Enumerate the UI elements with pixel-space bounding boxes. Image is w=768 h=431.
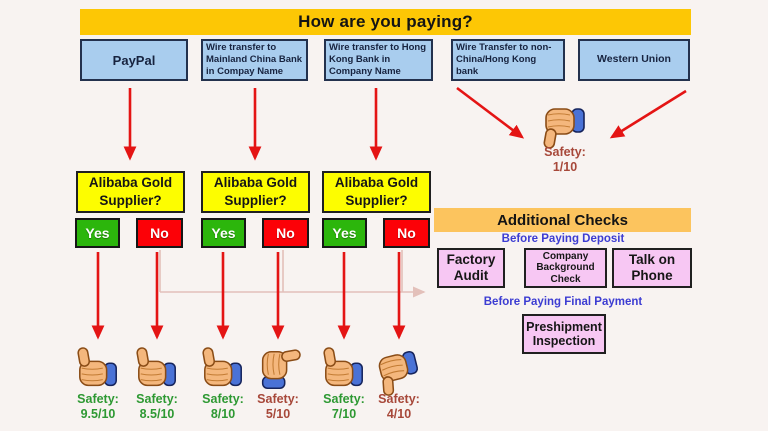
safety-rating: 5/10 (265, 407, 291, 422)
unsafe-safety-rating: Safety: 1/10 (533, 145, 597, 176)
safety-rating: 9.5/10 (80, 407, 116, 422)
safety-rating-paypal-yes: Safety: 9.5/10 (66, 392, 130, 423)
payment-box-hongkong-wire: Wire transfer to Hong Kong Bank in Compa… (324, 39, 433, 81)
payment-box-paypal: PayPal (80, 39, 188, 81)
safety-label: Safety: (378, 392, 420, 406)
question-box-mainland: Alibaba Gold Supplier? (201, 171, 310, 213)
payment-label: PayPal (112, 52, 156, 68)
check-box-factory-audit: Factory Audit (437, 248, 505, 288)
no-button-paypal: No (136, 218, 183, 248)
check-label: Preshipment Inspection (526, 319, 602, 348)
yes-button-hongkong: Yes (322, 218, 367, 248)
safety-rating-hongkong-no: Safety: 4/10 (367, 392, 431, 423)
question-label: Alibaba Gold Supplier? (88, 175, 173, 208)
payment-box-nonchina-wire: Wire Transfer to non-China/Hong Kong ban… (451, 39, 565, 81)
thumbs-up-icon (135, 347, 176, 387)
yes-button-paypal: Yes (75, 218, 120, 248)
payment-box-mainland-wire: Wire transfer to Mainland China Bank in … (201, 39, 308, 81)
check-label: Factory Audit (446, 252, 496, 283)
safety-label: Safety: (323, 392, 365, 406)
safety-rating-mainland-yes: Safety: 8/10 (191, 392, 255, 423)
safety-rating: 7/10 (331, 407, 357, 422)
yes-label: Yes (211, 225, 236, 241)
safety-rating: 1/10 (552, 160, 578, 175)
safety-rating-hongkong-yes: Safety: 7/10 (312, 392, 376, 423)
payment-label: Wire transfer to Mainland China Bank in … (206, 41, 303, 78)
thumbs-down-tilted-icon (374, 349, 423, 398)
no-button-mainland: No (262, 218, 309, 248)
no-label: No (276, 225, 295, 241)
safety-label: Safety: (257, 392, 299, 406)
additional-checks-title: Additional Checks (434, 208, 691, 232)
final-payment-heading: Before Paying Final Payment (483, 296, 643, 308)
payment-label: Western Union (597, 53, 671, 66)
thumbs-up-icon (76, 347, 117, 387)
page-title-text: How are you paying? (298, 12, 473, 31)
deposit-heading: Before Paying Deposit (501, 233, 625, 245)
payment-label: Wire Transfer to non-China/Hong Kong ban… (456, 41, 552, 78)
question-label: Alibaba Gold Supplier? (334, 175, 419, 208)
safety-rating: 8.5/10 (139, 407, 175, 422)
safety-rating: 4/10 (386, 407, 412, 422)
check-box-talk-on-phone: Talk on Phone (612, 248, 692, 288)
safety-label: Safety: (202, 392, 244, 406)
arrow-nonchina-to-unsafe (456, 86, 525, 139)
no-branch-connector-lines (159, 250, 403, 292)
payment-box-western-union: Western Union (578, 39, 690, 81)
no-button-hongkong: No (383, 218, 430, 248)
safety-rating-mainland-no: Safety: 5/10 (246, 392, 310, 423)
check-label: Talk on Phone (628, 252, 676, 283)
yes-label: Yes (85, 225, 110, 241)
check-label: Company Background Check (536, 250, 595, 285)
safety-label: Safety: (544, 145, 586, 159)
safety-label: Safety: (77, 392, 119, 406)
yes-label: Yes (332, 225, 357, 241)
arrow-westernunion-to-unsafe (609, 89, 687, 139)
safety-rating-paypal-no: Safety: 8.5/10 (125, 392, 189, 423)
payment-label: Wire transfer to Hong Kong Bank in Compa… (329, 41, 427, 78)
question-label: Alibaba Gold Supplier? (213, 175, 298, 208)
question-box-hongkong: Alibaba Gold Supplier? (322, 171, 431, 213)
thumbs-up-icon (201, 347, 242, 387)
check-box-preshipment-inspection: Preshipment Inspection (522, 314, 606, 354)
thumbs-sideways-icon (261, 348, 301, 389)
thumbs-down-icon (542, 108, 585, 149)
check-box-company-background: Company Background Check (524, 248, 607, 288)
yes-button-mainland: Yes (201, 218, 246, 248)
safety-label: Safety: (136, 392, 178, 406)
no-label: No (150, 225, 169, 241)
question-box-paypal: Alibaba Gold Supplier? (76, 171, 185, 213)
safety-rating: 8/10 (210, 407, 236, 422)
no-label: No (397, 225, 416, 241)
thumbs-up-icon (322, 347, 363, 387)
additional-checks-title-text: Additional Checks (497, 211, 628, 229)
page-title: How are you paying? (80, 9, 691, 35)
